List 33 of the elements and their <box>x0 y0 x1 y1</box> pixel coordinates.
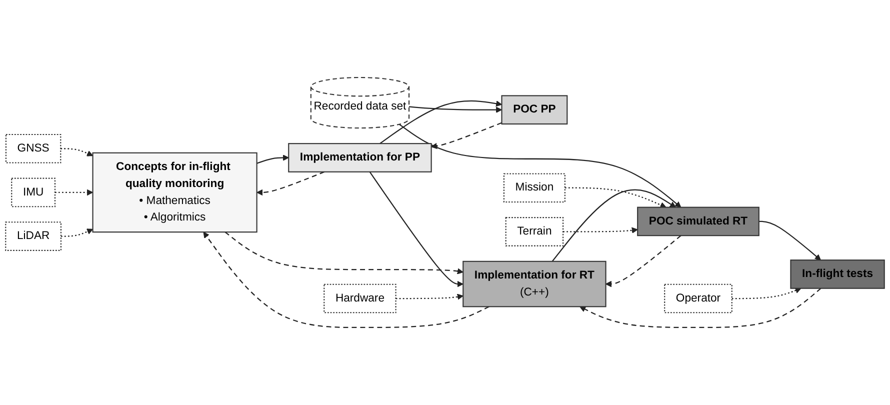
node-box: Concepts for in-flight quality monitoring • Mathematics • Algoritmics <box>92 152 258 233</box>
arrow <box>60 148 94 156</box>
arrow <box>552 189 676 262</box>
arrow <box>398 124 682 208</box>
arrow <box>380 100 502 144</box>
arrow <box>60 228 94 237</box>
node-box: POC PP <box>501 95 568 124</box>
arrow <box>564 187 666 208</box>
node-box: Terrain <box>505 217 564 246</box>
arrow <box>732 287 802 300</box>
node-box: POC simulated RT <box>637 206 760 236</box>
arrow <box>563 227 638 234</box>
arrow <box>369 172 464 288</box>
node-box: IMU <box>11 178 56 208</box>
arrow <box>396 294 464 300</box>
node-box: Hardware <box>324 284 396 314</box>
arrow <box>256 171 325 196</box>
node-box: GNSS <box>5 134 62 164</box>
arrow <box>431 122 502 150</box>
node-box: Implementation for PP <box>288 143 432 172</box>
arrow <box>55 189 94 196</box>
arrow <box>224 232 464 274</box>
arrow <box>408 106 502 113</box>
node-box: Implementation for RT (C++) <box>462 260 606 308</box>
node-box: Operator <box>664 284 732 314</box>
arrow <box>580 288 822 328</box>
arrow <box>256 154 289 164</box>
node-box: In-flight tests <box>790 260 885 289</box>
node-box: LiDAR <box>5 222 62 251</box>
arrow <box>203 232 490 328</box>
arrow <box>758 220 821 260</box>
node-box: Mission <box>503 173 566 203</box>
arrow <box>606 235 682 288</box>
